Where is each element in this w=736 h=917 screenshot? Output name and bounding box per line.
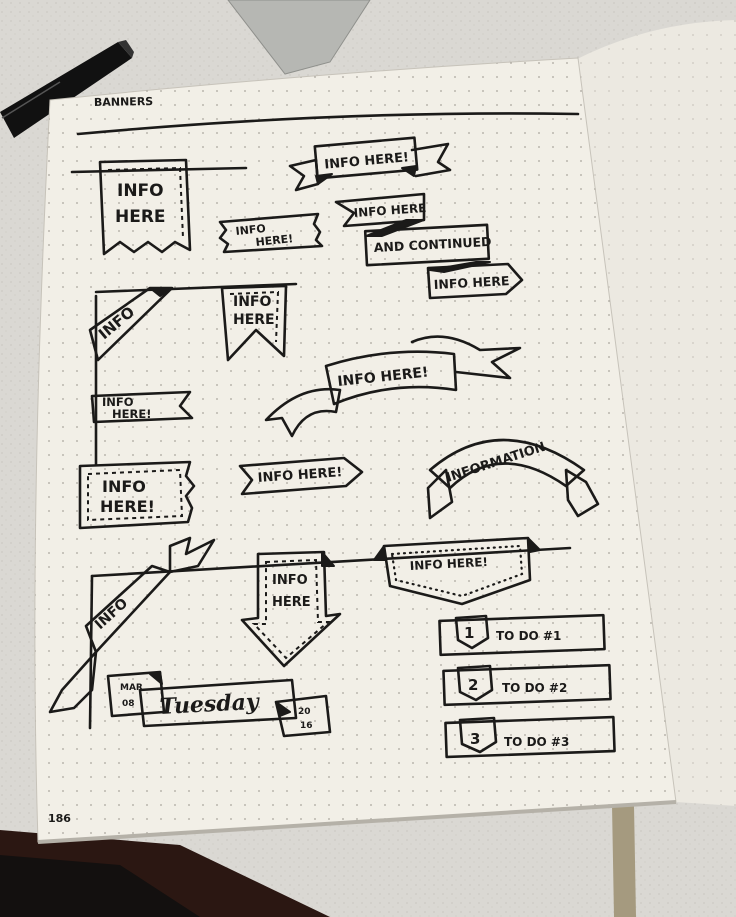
shield-banner-label: INFO HERE!: [409, 555, 488, 573]
flag-banner: INFO HERE!: [90, 390, 194, 424]
todo-item: 3 TO DO #3: [444, 715, 616, 759]
chain-banner-3: INFO HERE: [433, 273, 509, 292]
date-banner-year-bottom: 16: [300, 721, 313, 731]
page-header: BANNERS: [94, 95, 154, 109]
date-banner-day: 08: [122, 699, 135, 709]
stamp-banner-line-2: HERE!: [255, 232, 294, 249]
pennant-banner: INFO HERE: [220, 284, 288, 362]
stamp-box-line-1: INFO: [102, 477, 146, 496]
todo-number: 3: [470, 730, 480, 748]
hanging-banner-line-2: HERE: [115, 207, 166, 227]
shield-banner: INFO HERE!: [373, 536, 541, 606]
stamp-box-line-2: HERE!: [100, 497, 155, 516]
todo-list: 1 TO DO #1 2 TO DO #2 3 TO DO #3: [438, 613, 616, 759]
down-arrow-banner: INFO HERE: [240, 550, 342, 668]
chain-banners: INFO HERE AND CONTINUED INFO HERE: [334, 192, 524, 300]
flag-banner-line-2: HERE!: [112, 407, 151, 421]
date-banner-year-top: 20: [298, 707, 311, 717]
hanging-banner: INFO HERE: [70, 158, 248, 256]
todo-item: 1 TO DO #1: [438, 613, 606, 657]
pen: [0, 40, 134, 138]
todo-label: TO DO #1: [496, 629, 561, 643]
stamp-banner: INFO HERE!: [218, 212, 324, 254]
todo-number: 1: [464, 624, 474, 642]
todo-number: 2: [468, 676, 478, 694]
date-banner: MAR 08 Tuesday 20 16: [106, 670, 332, 738]
ribbon-banner-top: INFO HERE!: [288, 136, 452, 192]
hanging-banner-line-1: INFO: [117, 181, 164, 201]
page-number: 186: [48, 812, 71, 825]
ribbon-top-label: INFO HERE!: [324, 150, 410, 172]
date-banner-weekday: Tuesday: [159, 689, 262, 720]
date-banner-month: MAR: [120, 683, 143, 693]
todo-label: TO DO #2: [502, 681, 567, 695]
stamp-box: INFO HERE!: [78, 460, 196, 530]
pennant-line-1: INFO: [233, 294, 271, 310]
todo-label: TO DO #3: [504, 735, 569, 749]
ruler: [227, 0, 371, 75]
chain-banner-1: INFO HERE: [353, 201, 427, 220]
pennant-line-2: HERE: [233, 312, 275, 328]
bookmark-ribbon: [612, 805, 636, 917]
chain-banner-2: AND CONTINUED: [373, 234, 491, 255]
stamp-banner-line-1: INFO: [235, 222, 266, 238]
down-arrow-line-2: HERE: [272, 595, 311, 610]
arrow-tag: INFO HERE!: [238, 456, 364, 496]
down-arrow-line-1: INFO: [272, 573, 308, 588]
flag-banner-line-1: INFO: [102, 395, 134, 409]
arrow-tag-label: INFO HERE!: [257, 465, 343, 486]
todo-item: 2 TO DO #2: [442, 663, 612, 707]
